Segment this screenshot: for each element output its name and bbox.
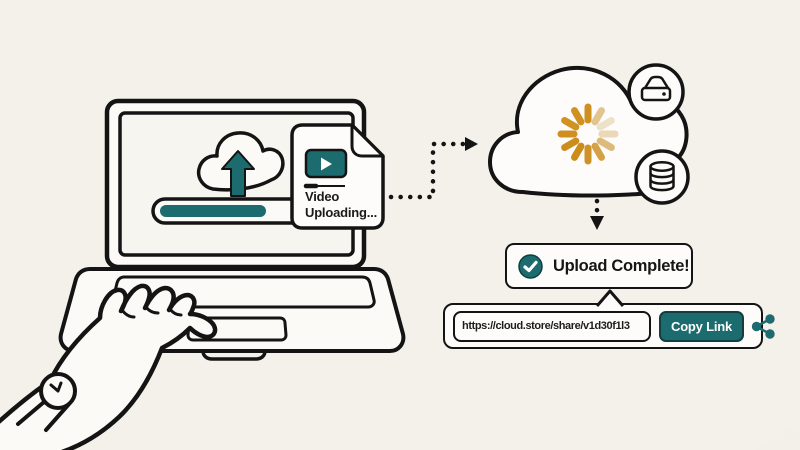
video-file-card	[290, 123, 385, 230]
complete-flow-arrow	[590, 198, 604, 230]
share-url-text: https://cloud.store/share/v1d30f1l3	[462, 320, 630, 332]
watch-icon	[16, 372, 77, 432]
cloud-upload-icon	[196, 131, 285, 197]
laptop-lip	[201, 350, 267, 361]
file-card-line2: Uploading...	[305, 205, 377, 220]
hand-illustration	[0, 283, 218, 450]
arrowhead-right	[465, 137, 478, 151]
speech-caret	[595, 289, 625, 307]
copy-link-label: Copy Link	[671, 318, 733, 334]
upload-flow-arrow	[388, 137, 478, 200]
progress-fill	[160, 205, 266, 217]
copy-link-button[interactable]: Copy Link	[659, 310, 745, 342]
share-url-field[interactable]: https://cloud.store/share/v1d30f1l3	[453, 310, 651, 342]
upload-arrow-icon	[221, 150, 255, 197]
page-fold	[350, 123, 385, 158]
file-card-label: Video Uploading...	[305, 189, 383, 221]
arrowhead-down	[590, 216, 604, 230]
share-link-bar: https://cloud.store/share/v1d30f1l3 Copy…	[443, 303, 775, 349]
hard-drive-icon	[627, 63, 685, 121]
loading-spinner-icon	[557, 103, 619, 165]
laptop-keyboard	[111, 275, 376, 309]
check-circle-icon	[518, 253, 543, 279]
database-icon	[634, 149, 690, 205]
cloud-storage	[488, 63, 690, 205]
hand	[0, 283, 218, 450]
video-play-icon	[304, 148, 348, 179]
upload-complete-label: Upload Complete!	[553, 256, 690, 275]
upload-complete-banner: Upload Complete!	[505, 243, 693, 289]
share-network-icon[interactable]	[751, 313, 778, 340]
file-card-line1: Video	[305, 189, 340, 204]
